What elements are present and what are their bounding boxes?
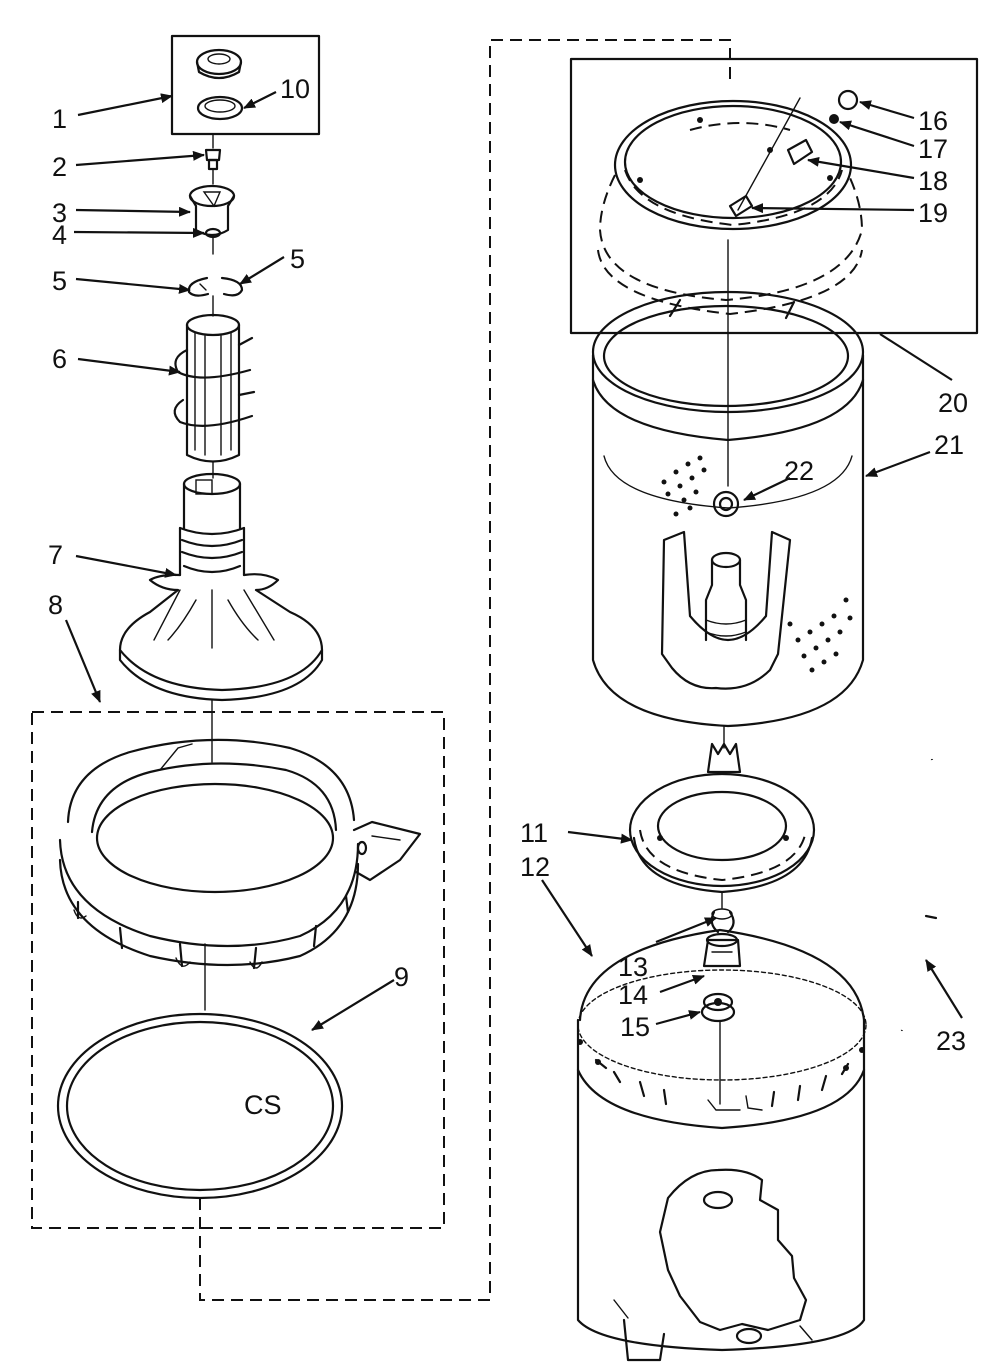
- part-18-bolt: [786, 138, 814, 166]
- part-13-clip: [710, 908, 735, 934]
- connector-line: [199, 39, 731, 1301]
- part-16-nut: [837, 89, 859, 111]
- label-14: 14: [618, 980, 648, 1010]
- label-19: 19: [918, 198, 948, 228]
- label-4: 4: [52, 220, 67, 250]
- label-17: 17: [918, 134, 948, 164]
- part-11-gear-ring: [628, 742, 816, 894]
- label-20: 20: [938, 388, 968, 418]
- label-7: 7: [48, 540, 63, 570]
- label-8: 8: [48, 590, 63, 620]
- left-assembly: CS: [31, 34, 731, 1301]
- label-3: 3: [52, 198, 67, 228]
- part-17-washer: [829, 114, 839, 124]
- label-2: 2: [52, 152, 67, 182]
- label-10: 10: [280, 74, 310, 104]
- label-1: 1: [52, 104, 67, 134]
- part-3-cam: [188, 184, 236, 237]
- part-9-seal-ring: CS: [56, 1012, 344, 1200]
- callout-labels: 1 10 2 3 4 5 5 6 7 8 9 11 12 13 14 15 16…: [48, 74, 968, 1056]
- part-23-hose: [900, 758, 943, 1032]
- label-13: 13: [618, 952, 648, 982]
- right-assembly: [569, 57, 979, 1362]
- label-5a: 5: [290, 244, 305, 274]
- label-5b: 5: [52, 266, 67, 296]
- label-16: 16: [918, 106, 948, 136]
- part-21-basket: [591, 290, 865, 728]
- part-12-outer-tub: [576, 928, 867, 1362]
- part-10-ring: [196, 95, 244, 121]
- label-22: 22: [784, 456, 814, 486]
- part-2-bolt: [204, 148, 222, 171]
- part-14-coupling: [702, 932, 742, 968]
- cap-group-box: [170, 34, 321, 136]
- label-9: 9: [394, 962, 409, 992]
- label-11: 11: [520, 818, 548, 848]
- balance-ring-group-box: [569, 57, 979, 335]
- label-21: 21: [934, 430, 964, 460]
- part-1-cap: [195, 48, 243, 80]
- part-7-agitator: [118, 472, 324, 702]
- basket-perforations: [661, 455, 853, 673]
- part-22-nut: [712, 490, 740, 518]
- label-23: 23: [936, 1026, 966, 1056]
- label-18: 18: [918, 166, 948, 196]
- label-12: 12: [520, 852, 550, 882]
- tub-ring-group-box: [31, 711, 445, 1229]
- part-5-clips: [187, 276, 244, 297]
- part-4-washer: [204, 227, 222, 239]
- label-15: 15: [620, 1012, 650, 1042]
- part-8-tub-ring: [58, 738, 422, 970]
- leader-lines: [64, 91, 963, 1031]
- part-15-seal: [700, 992, 736, 1023]
- ring-text: CS: [244, 1090, 282, 1120]
- label-6: 6: [52, 344, 67, 374]
- part-20-balance-ring: [597, 99, 864, 316]
- part-6-auger: [173, 313, 256, 463]
